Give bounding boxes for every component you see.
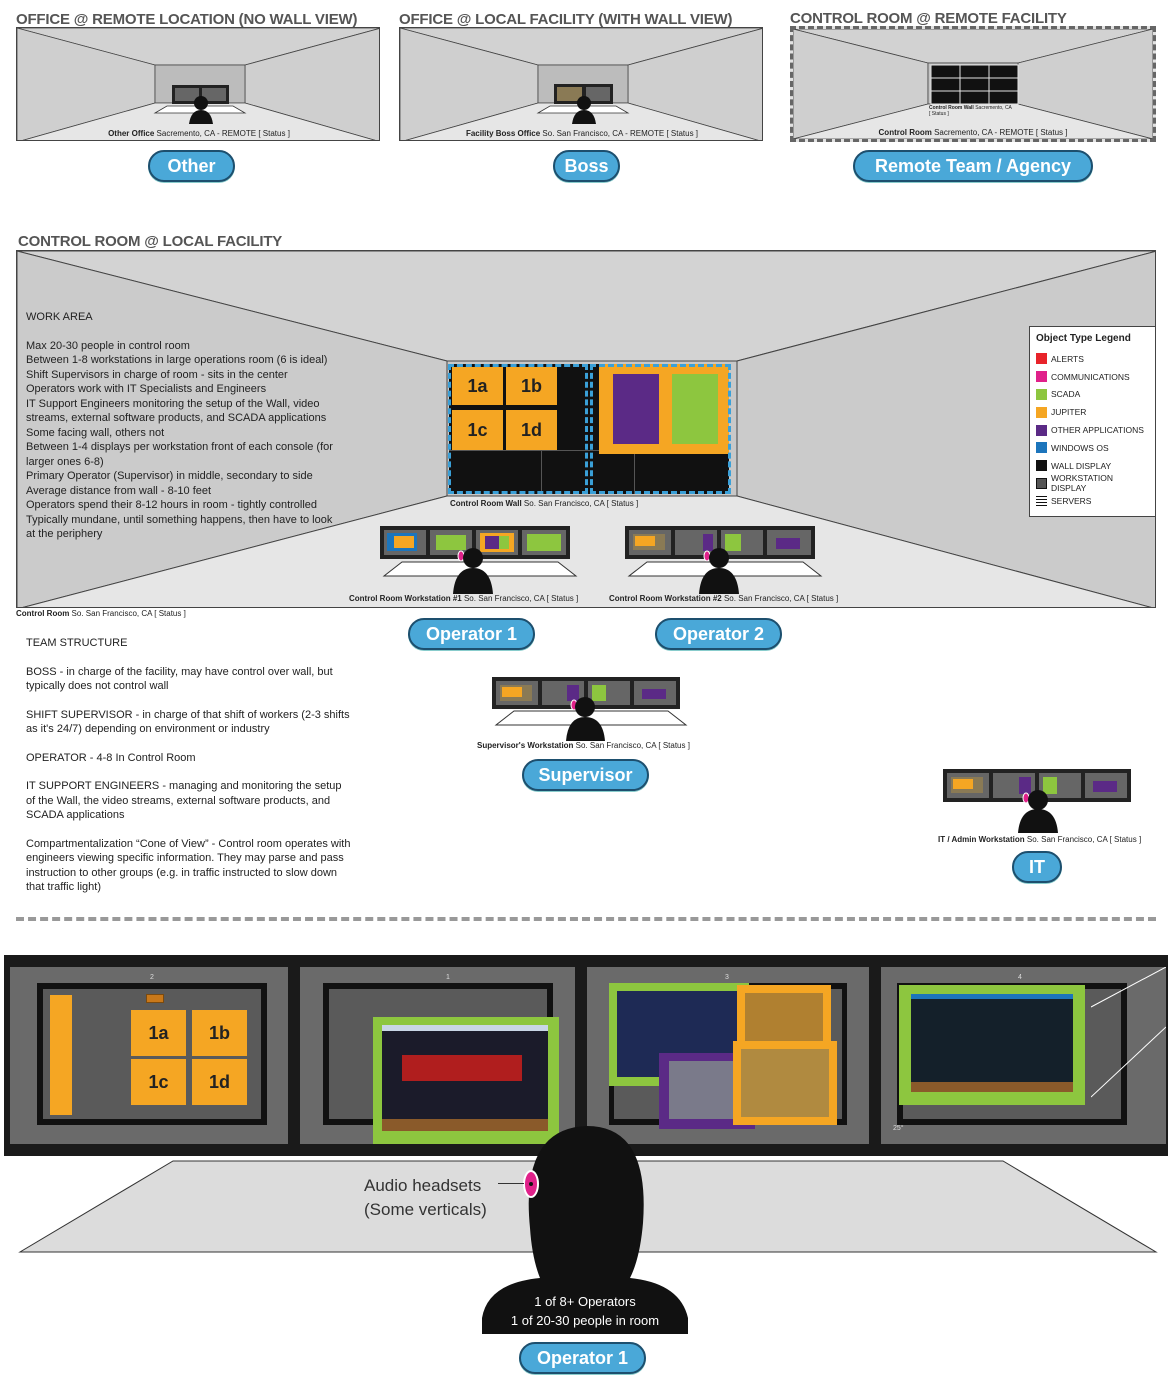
legend-swatch	[1036, 477, 1047, 489]
servers-icon	[1036, 495, 1047, 507]
monitor-tile-1a[interactable]: 1a	[131, 1010, 186, 1056]
legend-item: OTHER APPLICATIONS	[1036, 421, 1149, 439]
room-perspective	[793, 29, 1153, 139]
legend-item: SCADA	[1036, 386, 1149, 404]
office-local-title: OFFICE @ LOCAL FACILITY (WITH WALL VIEW)	[399, 11, 733, 28]
headset-annotation: Audio headsets (Some verticals)	[364, 1176, 487, 1219]
monitor-tile-1c[interactable]: 1c	[131, 1059, 186, 1105]
monitor-tile-1d[interactable]: 1d	[192, 1059, 247, 1105]
control-room-wall	[449, 364, 729, 494]
operator-1-bottom-pill[interactable]: Operator 1	[519, 1342, 646, 1374]
monitor-1-number: 1	[446, 974, 450, 981]
wall-tile-1a[interactable]: 1a	[452, 367, 503, 405]
legend-item: JUPITER	[1036, 403, 1149, 421]
it-admin-workstation[interactable]	[943, 769, 1143, 835]
it-pill[interactable]: IT	[1012, 851, 1062, 883]
control-room-remote-title: CONTROL ROOM @ REMOTE FACILITY	[790, 10, 1067, 27]
legend-item: SERVERS	[1036, 492, 1149, 510]
legend-swatch	[1036, 371, 1047, 383]
control-room-local-caption: Control Room So. San Francisco, CA [ Sta…	[16, 609, 186, 618]
remote-wall-caption: Control Room Wall Sacremento, CA[ Status…	[929, 105, 1012, 117]
boss-pill[interactable]: Boss	[553, 150, 620, 182]
office-local-caption: Facility Boss Office So. San Francisco, …	[465, 129, 699, 138]
operator-body-text: 1 of 8+ Operators 1 of 20-30 people in r…	[510, 1294, 660, 1328]
monitor-4-number: 4	[1018, 974, 1022, 981]
cone-of-view-operator-2	[590, 364, 731, 494]
other-app-window[interactable]	[613, 374, 659, 444]
room-perspective	[17, 28, 379, 140]
control-room-wall-caption: Control Room Wall So. San Francisco, CA …	[450, 499, 639, 508]
work-area-text: WORK AREA Max 20-30 people in control ro…	[26, 311, 333, 540]
workstation-1-caption: Control Room Workstation #1 So. San Fran…	[349, 594, 579, 603]
section-divider	[16, 917, 1156, 921]
supervisor-pill[interactable]: Supervisor	[522, 759, 649, 791]
video-window[interactable]	[737, 985, 831, 1048]
control-room-remote-caption: Control Room Sacremento, CA - REMOTE [ S…	[878, 128, 1068, 137]
supervisor-workstation[interactable]	[492, 677, 692, 743]
legend-item: WINDOWS OS	[1036, 439, 1149, 457]
scada-window[interactable]	[672, 374, 718, 444]
monitor-4[interactable]	[881, 967, 1166, 1144]
object-type-legend: Object Type Legend ALERTS COMMUNICATIONS…	[1029, 326, 1156, 517]
legend-swatch	[1036, 442, 1047, 454]
team-structure-text: TEAM STRUCTURE BOSS - in charge of the f…	[26, 637, 351, 893]
angle-label: 25°	[893, 1125, 904, 1132]
legend-swatch	[1036, 388, 1047, 400]
office-remote-title: OFFICE @ REMOTE LOCATION (NO WALL VIEW)	[16, 11, 358, 28]
headset-leader-line	[498, 1183, 524, 1184]
local-control-room-title: CONTROL ROOM @ LOCAL FACILITY	[18, 233, 283, 250]
legend-swatch	[1036, 424, 1047, 436]
operator-silhouette	[482, 1126, 688, 1334]
control-room-remote: Control Room Wall Sacremento, CA[ Status…	[790, 26, 1156, 142]
scada-window[interactable]	[373, 1017, 559, 1144]
legend-title: Object Type Legend	[1036, 333, 1131, 344]
workstation-2[interactable]	[625, 526, 825, 596]
remote-team-pill[interactable]: Remote Team / Agency	[853, 150, 1093, 182]
legend-item: ALERTS	[1036, 350, 1149, 368]
video-window[interactable]	[733, 1041, 837, 1125]
room-perspective	[400, 28, 762, 140]
legend-item: WALL DISPLAY	[1036, 457, 1149, 475]
other-pill[interactable]: Other	[148, 150, 235, 182]
monitor-3[interactable]	[587, 967, 869, 1144]
office-local-room: Facility Boss Office So. San Francisco, …	[399, 27, 763, 141]
workstation-2-caption: Control Room Workstation #2 So. San Fran…	[609, 594, 839, 603]
operator-2-pill[interactable]: Operator 2	[655, 618, 782, 650]
legend-swatch	[1036, 406, 1047, 418]
monitor-3-number: 3	[725, 974, 729, 981]
monitor-tile-1b[interactable]: 1b	[192, 1010, 247, 1056]
office-remote-room: Other Office Sacremento, CA - REMOTE [ S…	[16, 27, 380, 141]
angle-lines	[1091, 967, 1166, 1098]
operator-1-pill[interactable]: Operator 1	[408, 618, 535, 650]
supervisor-workstation-caption: Supervisor's Workstation So. San Francis…	[477, 741, 690, 750]
monitor-1[interactable]	[300, 967, 575, 1144]
legend-swatch	[1036, 460, 1047, 472]
wall-tile-1c[interactable]: 1c	[452, 410, 503, 450]
cone-of-view-operator-1	[448, 364, 588, 494]
it-workstation-caption: IT / Admin Workstation So. San Francisco…	[938, 835, 1142, 844]
workstation-1[interactable]	[380, 526, 580, 596]
scada-window[interactable]	[899, 985, 1085, 1105]
wall-tile-1d[interactable]: 1d	[506, 410, 557, 450]
jupiter-window[interactable]	[599, 364, 729, 454]
office-remote-caption: Other Office Sacremento, CA - REMOTE [ S…	[108, 129, 290, 138]
legend-item: COMMUNICATIONS	[1036, 368, 1149, 386]
legend-swatch	[1036, 353, 1047, 365]
legend-item: WORKSTATION DISPLAY	[1036, 473, 1149, 493]
monitor-2-number: 2	[150, 974, 154, 981]
wall-tile-1b[interactable]: 1b	[506, 367, 557, 405]
